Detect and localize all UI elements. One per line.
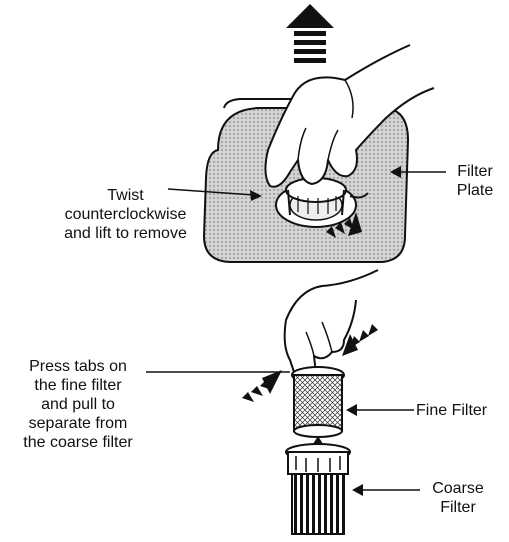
hand-icon (265, 45, 434, 187)
press-tabs-label-line: separate from (4, 414, 152, 433)
coarse-filter-label-line: Filter (418, 498, 498, 517)
twist-label-line: Twist (48, 186, 203, 205)
fine-filter-illustration (292, 367, 344, 452)
leader-line-filter-plate (390, 166, 446, 178)
press-tabs-label: Press tabs on the fine filter and pull t… (4, 357, 152, 452)
dashed-arrow-icon (242, 370, 282, 402)
filter-plate-label-line: Filter (445, 162, 505, 181)
hand-icon (285, 270, 378, 380)
twist-label: Twist counterclockwise and lift to remov… (48, 186, 203, 243)
fine-filter-label-text: Fine Filter (416, 401, 508, 420)
press-tabs-label-line: Press tabs on (4, 357, 152, 376)
filter-plate-label-line: Plate (445, 181, 505, 200)
arrow-up-icon (286, 4, 334, 63)
leader-line-coarse-filter (352, 484, 420, 496)
coarse-filter-label: Coarse Filter (418, 479, 498, 517)
twist-label-line: counterclockwise (48, 205, 203, 224)
coarse-filter-illustration (286, 444, 350, 534)
filter-plate-label: Filter Plate (445, 162, 505, 200)
twist-label-line: and lift to remove (48, 224, 203, 243)
press-tabs-label-line: and pull to (4, 395, 152, 414)
leader-line-fine-filter (346, 404, 414, 416)
fine-filter-label: Fine Filter (416, 401, 508, 420)
press-tabs-label-line: the fine filter (4, 376, 152, 395)
coarse-filter-label-line: Coarse (418, 479, 498, 498)
press-tabs-label-line: the coarse filter (4, 433, 152, 452)
